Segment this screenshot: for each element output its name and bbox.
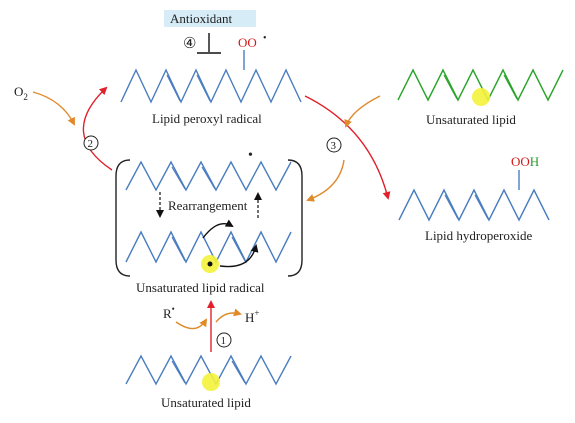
r-radical-label: R•	[163, 304, 175, 321]
hydroperoxide-ooh-label: OOH	[511, 154, 539, 169]
o2-arrow	[32, 91, 75, 126]
lipid-peroxyl-radical-label: Lipid peroxyl radical	[152, 111, 262, 126]
h-plus-arrow	[215, 308, 242, 323]
step-3-number: 3	[331, 140, 337, 152]
electron-arrow-1	[202, 219, 234, 239]
step-3-orange-in-arrow	[344, 95, 381, 128]
unsaturated-lipid-bottom-chain	[125, 354, 292, 386]
o2-label: O2	[14, 84, 28, 102]
right-bracket	[287, 159, 303, 277]
step-3-red-arrow	[304, 95, 391, 200]
lipid-peroxyl-radical-chain	[120, 50, 302, 104]
step-2-number: 2	[88, 138, 94, 150]
lower-radical-dot	[207, 261, 213, 267]
step-1-number: 1	[221, 335, 227, 347]
rearrangement-label: Rearrangement	[168, 198, 248, 213]
upper-radical-dot: •	[248, 148, 253, 163]
lipid-hydroperoxide-label: Lipid hydroperoxide	[425, 228, 532, 243]
electron-arrow-2	[219, 244, 259, 268]
antioxidant-label: Antioxidant	[170, 11, 232, 26]
step-3-circle	[326, 137, 342, 153]
unsaturated-lipid-radical-label: Unsaturated lipid radical	[136, 280, 265, 295]
step-2-arrow	[82, 86, 113, 171]
bottom-lipid-highlight	[202, 373, 220, 391]
step-3-orange-out-arrow	[306, 159, 345, 202]
lipid-hydroperoxide-chain	[398, 170, 550, 222]
antioxidant-box	[164, 10, 256, 27]
step-2-circle	[83, 135, 99, 151]
peroxyl-radical-dot: •	[263, 33, 267, 44]
step-1-circle	[216, 332, 232, 348]
r-radical-arrow	[175, 318, 208, 330]
unsaturated-lipid-top-label: Unsaturated lipid	[426, 112, 516, 127]
unsaturated-lipid-bottom-label: Unsaturated lipid	[161, 395, 251, 410]
radical-upper-chain	[125, 160, 292, 192]
radical-lower-chain	[125, 230, 292, 264]
left-bracket	[115, 159, 131, 277]
top-lipid-highlight	[472, 88, 490, 106]
unsaturated-lipid-top-chain	[397, 68, 564, 102]
h-plus-label: H+	[245, 308, 259, 325]
step-4-marker: ④	[183, 36, 196, 52]
peroxyl-oo-label: OO	[238, 35, 257, 50]
